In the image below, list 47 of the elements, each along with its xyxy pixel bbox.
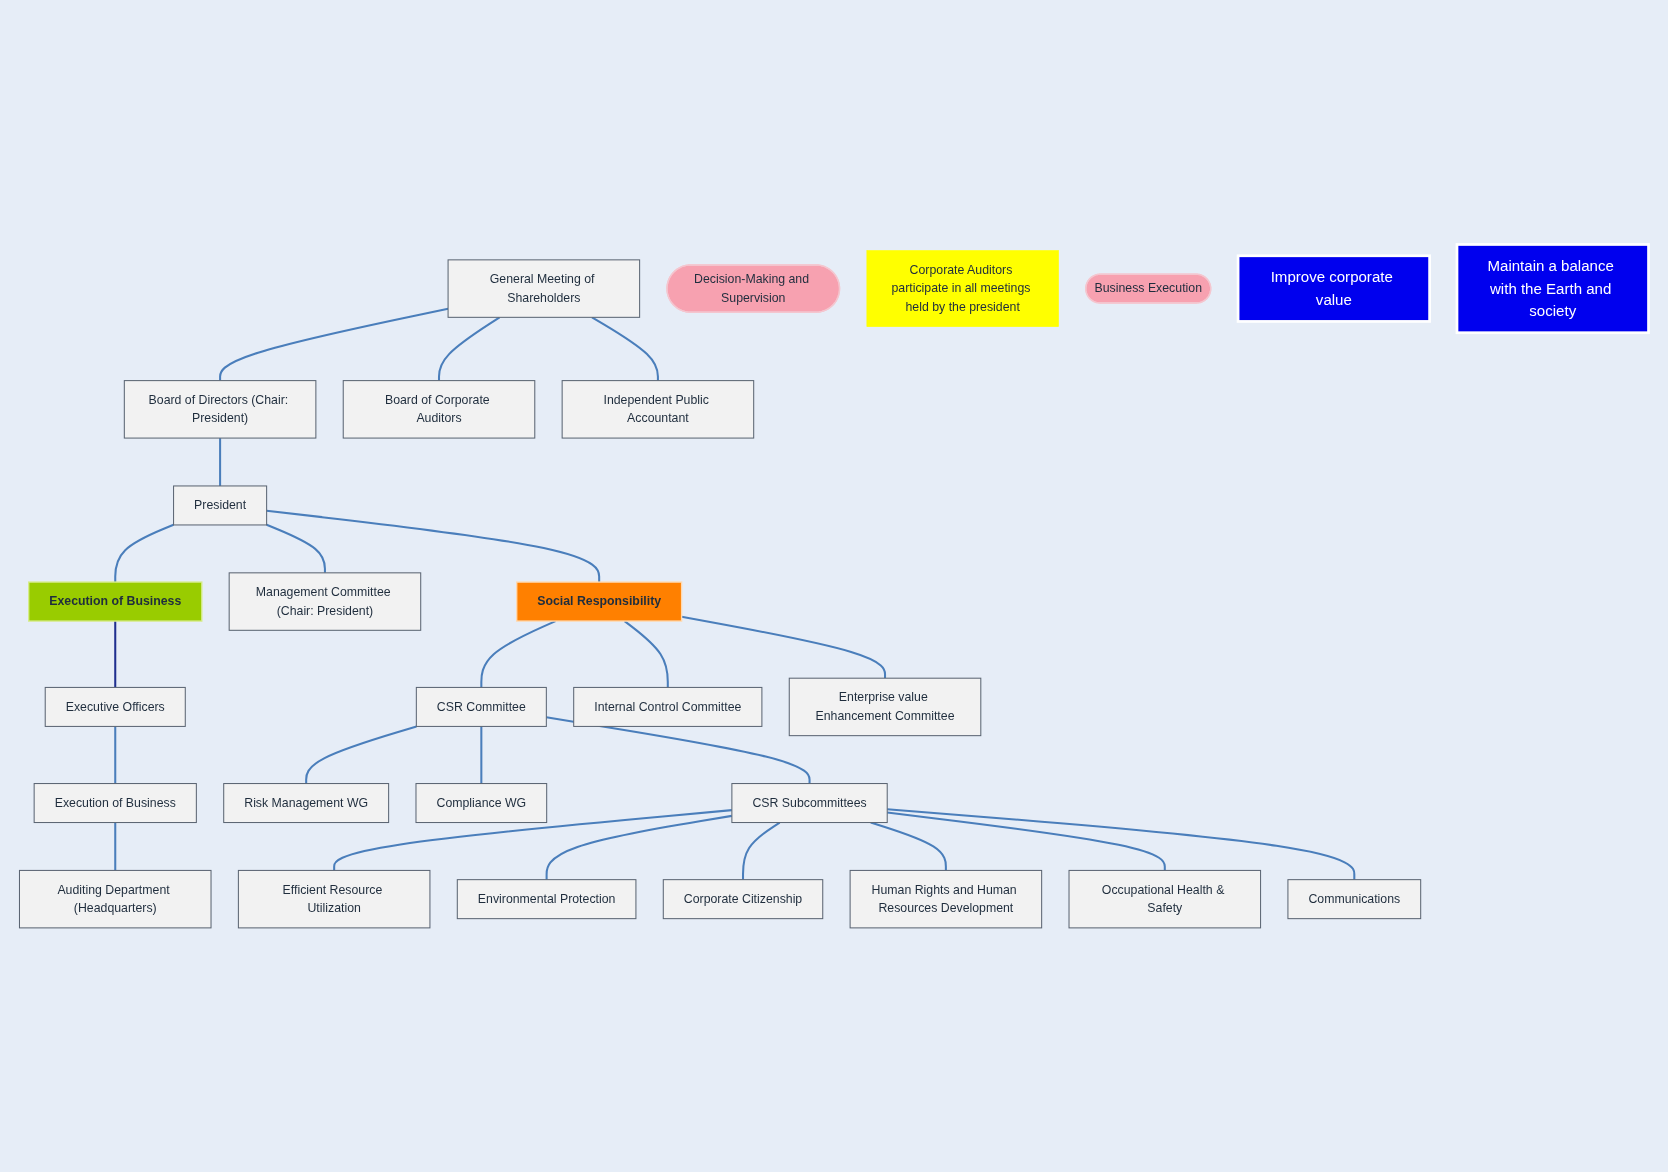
node-box: General Meeting of Shareholders (447, 259, 641, 318)
connector (114, 620, 117, 688)
connector (591, 316, 659, 381)
node-box: Execution of Business (33, 782, 197, 823)
connector (480, 726, 483, 784)
node-box: Corporate Auditors participate in all meetings held by the president (866, 250, 1059, 327)
node-box: Compliance WG (415, 782, 548, 823)
node-box: Improve corporate value (1236, 254, 1431, 323)
node-box: Corporate Citizenship (662, 878, 824, 919)
node-box: Management Committee (Chair: President) (228, 572, 422, 631)
node-box: Risk Management WG (223, 782, 390, 823)
connector (219, 437, 222, 486)
connector (333, 808, 732, 871)
connector (887, 808, 1356, 880)
node-box: Executive Officers (44, 686, 186, 727)
connector (266, 523, 326, 573)
node-box: Board of Directors (Chair: President) (123, 379, 317, 439)
connector (742, 821, 781, 880)
node-box: Communications (1287, 878, 1422, 919)
node-box: Efficient Resource Utilization (237, 869, 431, 929)
connector (480, 619, 556, 688)
node-box: Environmental Protection (456, 878, 637, 919)
node-box: Maintain a balance with the Earth and society (1455, 242, 1650, 334)
connector (114, 726, 117, 784)
connector (219, 307, 449, 381)
connector (681, 615, 887, 678)
node-box: Execution of Business (28, 581, 203, 622)
connector (114, 822, 117, 871)
node-box: CSR Committee (415, 686, 547, 727)
node-box: Social Responsibility (516, 581, 683, 622)
node-box: Occupational Health & Safety (1068, 869, 1262, 929)
connector (887, 811, 1166, 871)
node-box: Internal Control Committee (573, 686, 763, 727)
node-box: Enterprise value Enhancement Committee (788, 677, 982, 736)
connector (305, 725, 417, 784)
connector (870, 821, 947, 871)
connector (438, 316, 501, 381)
node-box: President (173, 485, 268, 526)
connector (266, 509, 601, 582)
connector (623, 620, 669, 688)
node-box: Auditing Department (Headquarters) (18, 869, 212, 929)
connector (546, 716, 811, 784)
node-box: Human Rights and Human Resources Development (849, 869, 1043, 929)
node-box: CSR Subcommittees (731, 782, 888, 823)
node-box: Independent Public Accountant (561, 379, 755, 439)
node-box: Board of Corporate Auditors (342, 379, 536, 439)
connector (114, 523, 174, 582)
